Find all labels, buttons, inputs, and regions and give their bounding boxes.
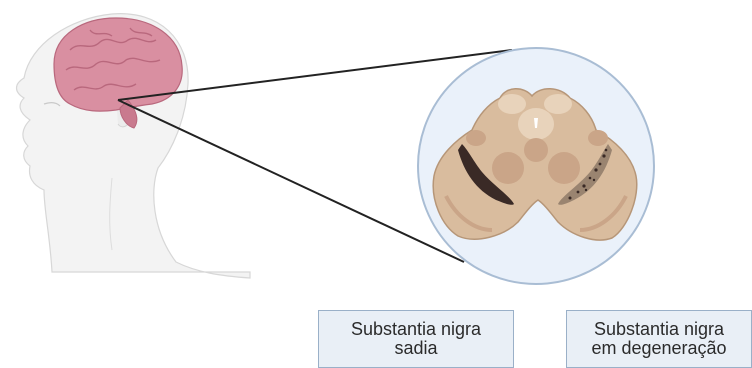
tectum-left: [498, 94, 526, 114]
brain-cortex: [54, 18, 182, 111]
label-degen-line2: em degeneração: [591, 339, 726, 358]
label-degenerating-substantia-nigra: Substantia nigra em degeneração: [566, 310, 752, 368]
label-healthy-substantia-nigra: Substantia nigra sadia: [318, 310, 514, 368]
lateral-lobe-left: [466, 130, 486, 146]
label-healthy-line2: sadia: [394, 339, 437, 358]
label-healthy-line1: Substantia nigra: [351, 320, 481, 339]
tectum-right: [544, 94, 572, 114]
red-nucleus-left: [492, 152, 524, 184]
label-degen-line1: Substantia nigra: [594, 320, 724, 339]
tegmentum-center: [524, 138, 548, 162]
lateral-lobe-right: [588, 130, 608, 146]
connector-line-bottom: [118, 100, 464, 262]
red-nucleus-right: [548, 152, 580, 184]
